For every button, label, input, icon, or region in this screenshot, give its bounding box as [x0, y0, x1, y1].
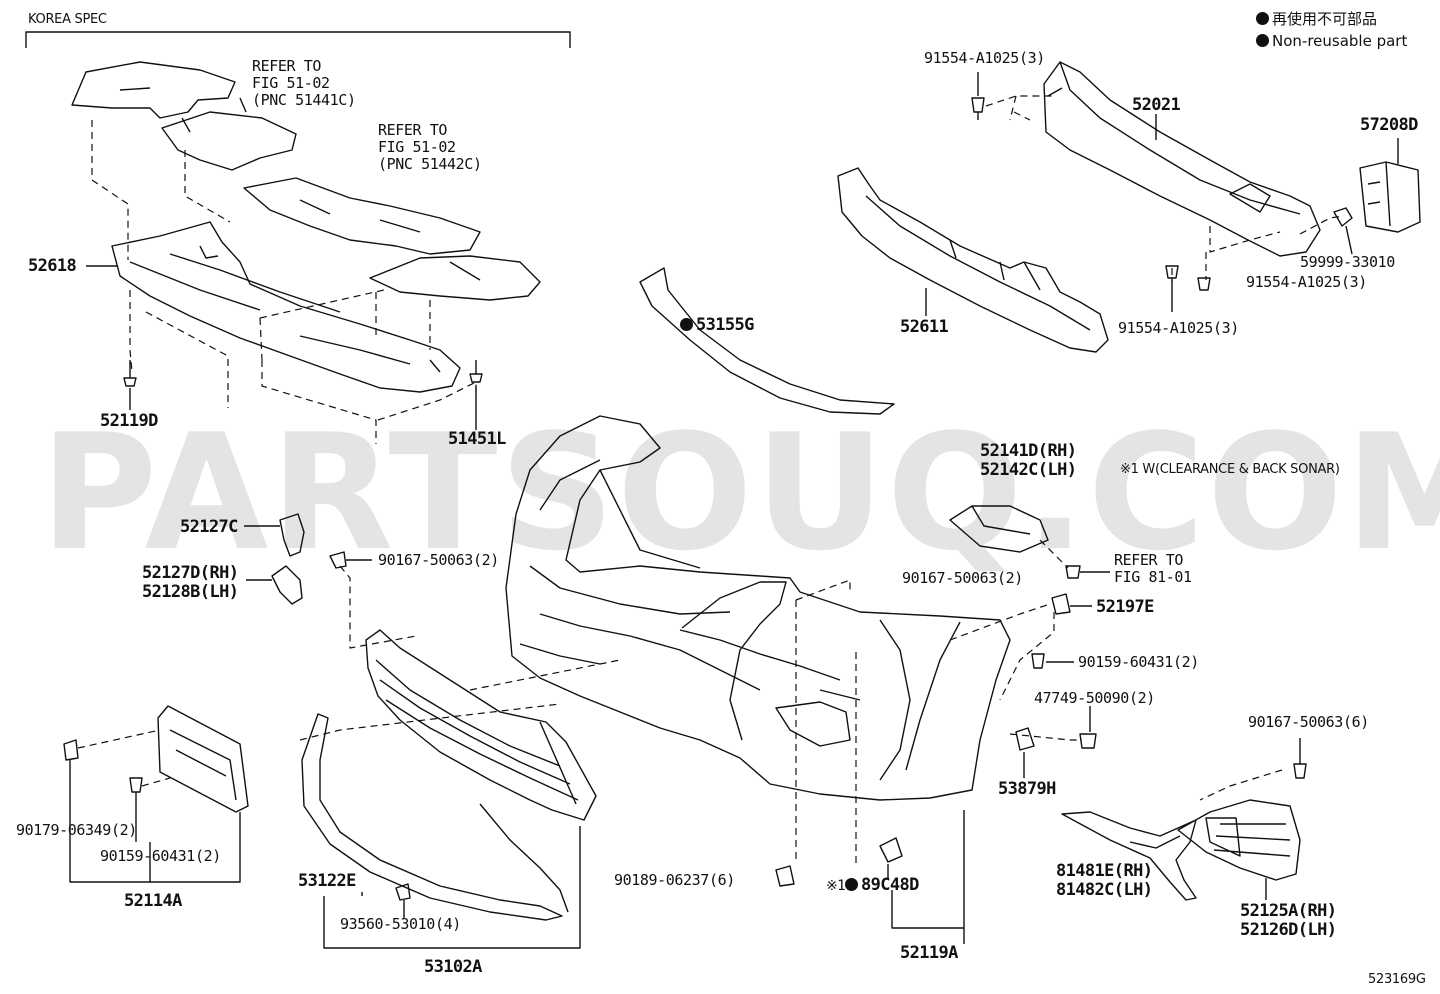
part-52125A-rh[interactable]: 52125A(RH): [1240, 901, 1337, 921]
bolt-90159-l: [129, 777, 143, 842]
part-90179[interactable]: 90179-06349(2): [16, 821, 137, 839]
absorber-52611: [837, 167, 1109, 353]
clip-90189: [775, 865, 795, 887]
part-90159-left[interactable]: 90159-60431(2): [100, 847, 221, 865]
clip-93560: [395, 883, 411, 901]
screw-47749: [1079, 733, 1097, 749]
bracket-52119A: [891, 810, 965, 929]
retainer-52127D: [271, 565, 303, 605]
fog-housing-52125A: [1177, 799, 1301, 881]
fog-cover-81481E: [1061, 811, 1197, 901]
part-93560[interactable]: 93560-53010(4): [340, 915, 461, 933]
part-90167-right[interactable]: 90167-50063(6): [1248, 713, 1369, 731]
bolt-91554-r: [1197, 277, 1211, 291]
reinforcement-52021: [1043, 61, 1321, 257]
engine-undercover-rear: [243, 177, 541, 301]
part-91554-top[interactable]: 91554-A1025(3): [924, 49, 1045, 67]
part-53122E[interactable]: 53122E: [298, 871, 356, 891]
legend: 再使用不可部品 Non-reusable part: [1256, 8, 1407, 52]
part-52128B-lh[interactable]: 52128B(LH): [142, 582, 239, 602]
part-52611[interactable]: 52611: [900, 317, 949, 337]
undercover-52618: [111, 221, 461, 393]
bolt-90159-r: [1031, 653, 1045, 669]
bolt-91554-b: [1165, 265, 1179, 312]
clip-52197E: [1051, 593, 1071, 615]
part-91554-right[interactable]: 91554-A1025(3): [1246, 273, 1367, 291]
non-reusable-dot-icon: [1256, 12, 1269, 25]
part-59999[interactable]: 59999-33010: [1300, 253, 1395, 271]
part-52197E[interactable]: 52197E: [1096, 597, 1154, 617]
grille-53122E: [365, 629, 597, 821]
part-57208D[interactable]: 57208D: [1360, 115, 1418, 135]
non-reusable-dot-icon: [844, 878, 858, 891]
clip-90167-left: [329, 551, 347, 569]
ref-fig-51-02-b[interactable]: REFER TO FIG 51-02 (PNC 51442C): [378, 121, 482, 173]
dashed-guides-upper-right: [985, 95, 1345, 282]
part-53155G[interactable]: 53155G: [680, 316, 754, 335]
part-53102A[interactable]: 53102A: [424, 957, 482, 977]
part-52127D-rh[interactable]: 52127D(RH): [142, 563, 239, 583]
ref-fig-81-01[interactable]: REFER TO FIG 81-01: [1114, 551, 1192, 586]
part-81482C-lh[interactable]: 81482C(LH): [1056, 880, 1153, 900]
clip-59999: [1333, 207, 1353, 227]
note-clearance-sonar: ※1 W(CLEARANCE & BACK SONAR): [1120, 462, 1340, 477]
part-52021[interactable]: 52021: [1132, 95, 1181, 115]
bumper-cover-52119A: [505, 415, 1011, 801]
part-52141D-rh[interactable]: 52141D(RH): [980, 441, 1077, 461]
legend-line-jp: 再使用不可部品: [1256, 8, 1407, 30]
watermark: PARTSOUQ.COM: [40, 399, 1440, 586]
spoiler-53155G: [639, 267, 895, 415]
part-91554-bottom[interactable]: 91554-A1025(3): [1118, 319, 1239, 337]
part-52142C-lh[interactable]: 52142C(LH): [980, 460, 1077, 480]
leader-59999: [1345, 225, 1353, 255]
figure-id: 523169G: [1368, 972, 1426, 987]
part-52119A[interactable]: 52119A: [900, 943, 958, 963]
seal-52127C: [279, 513, 305, 557]
clip-53879H: [1015, 727, 1035, 751]
part-90159-right[interactable]: 90159-60431(2): [1078, 653, 1199, 671]
bracket-52114A: [69, 760, 241, 883]
part-52126D-lh[interactable]: 52126D(LH): [1240, 920, 1337, 940]
clip-52119D: [123, 360, 137, 387]
non-reusable-dot-icon: [680, 318, 693, 331]
korea-spec-label: KOREA SPEC: [28, 12, 107, 27]
nut-52197-top: [1065, 565, 1081, 579]
legend-line-en: Non-reusable part: [1256, 30, 1407, 52]
spacer-89C48D: [879, 837, 903, 863]
part-52119D[interactable]: 52119D: [100, 411, 158, 431]
korea-spec-bracket: [25, 31, 571, 48]
part-47749[interactable]: 47749-50090(2): [1034, 689, 1155, 707]
part-52618[interactable]: 52618: [28, 256, 77, 276]
part-90167-mid[interactable]: 90167-50063(2): [902, 569, 1023, 587]
dashed-guides-left: [77, 729, 171, 787]
bolt-90167-r: [1293, 738, 1307, 779]
bracket-53102A: [323, 826, 581, 949]
part-52114A[interactable]: 52114A: [124, 891, 182, 911]
clip-51451L: [469, 360, 483, 383]
bolt-91554-top: [971, 97, 985, 120]
engine-undercover-front: [71, 61, 297, 171]
part-52127C[interactable]: 52127C: [180, 517, 238, 537]
ref-fig-51-02-a[interactable]: REFER TO FIG 51-02 (PNC 51441C): [252, 57, 356, 109]
part-90189[interactable]: 90189-06237(6): [614, 871, 735, 889]
part-90167-left[interactable]: 90167-50063(2): [378, 551, 499, 569]
non-reusable-dot-icon: [1256, 34, 1269, 47]
dashed-guides-center: [299, 539, 1283, 868]
part-51451L[interactable]: 51451L: [448, 429, 506, 449]
lip-53102A: [301, 713, 569, 921]
bracket-52141D: [949, 505, 1049, 553]
plate-bracket-52114A: [157, 705, 249, 813]
part-81481E-rh[interactable]: 81481E(RH): [1056, 861, 1153, 881]
part-53879H[interactable]: 53879H: [998, 779, 1056, 799]
bracket-57208D: [1359, 161, 1421, 233]
nut-90179: [63, 739, 79, 761]
